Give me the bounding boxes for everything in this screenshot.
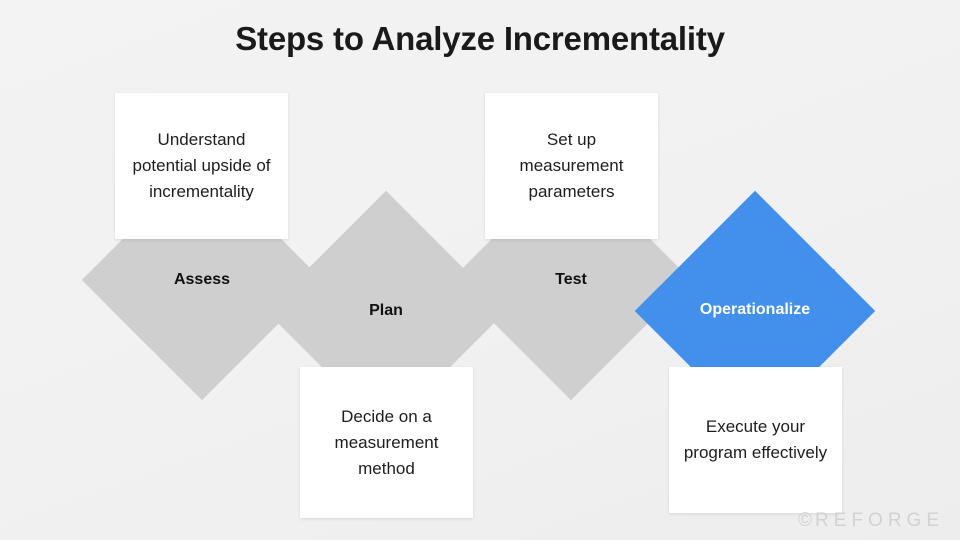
watermark-text: REFORGE [815,510,944,531]
card-assess[interactable]: Understand potential upside of increment… [115,93,288,239]
card-text-assess: Understand potential upside of increment… [132,130,271,201]
card-plan[interactable]: Decide on a measurement method [300,367,473,518]
card-operationalize[interactable]: Execute your program effectively [669,367,842,513]
card-text-test: Set up measurement parameters [519,130,624,201]
card-text-plan: Decide on a measurement method [334,406,439,478]
copyright-icon: © [798,510,816,531]
reforge-watermark: ©REFORGE [798,510,944,532]
card-test[interactable]: Set up measurement parameters [485,93,658,239]
page-title: Steps to Analyze Incrementality [235,20,725,57]
card-text-operationalize: Execute your program effectively [683,417,828,462]
